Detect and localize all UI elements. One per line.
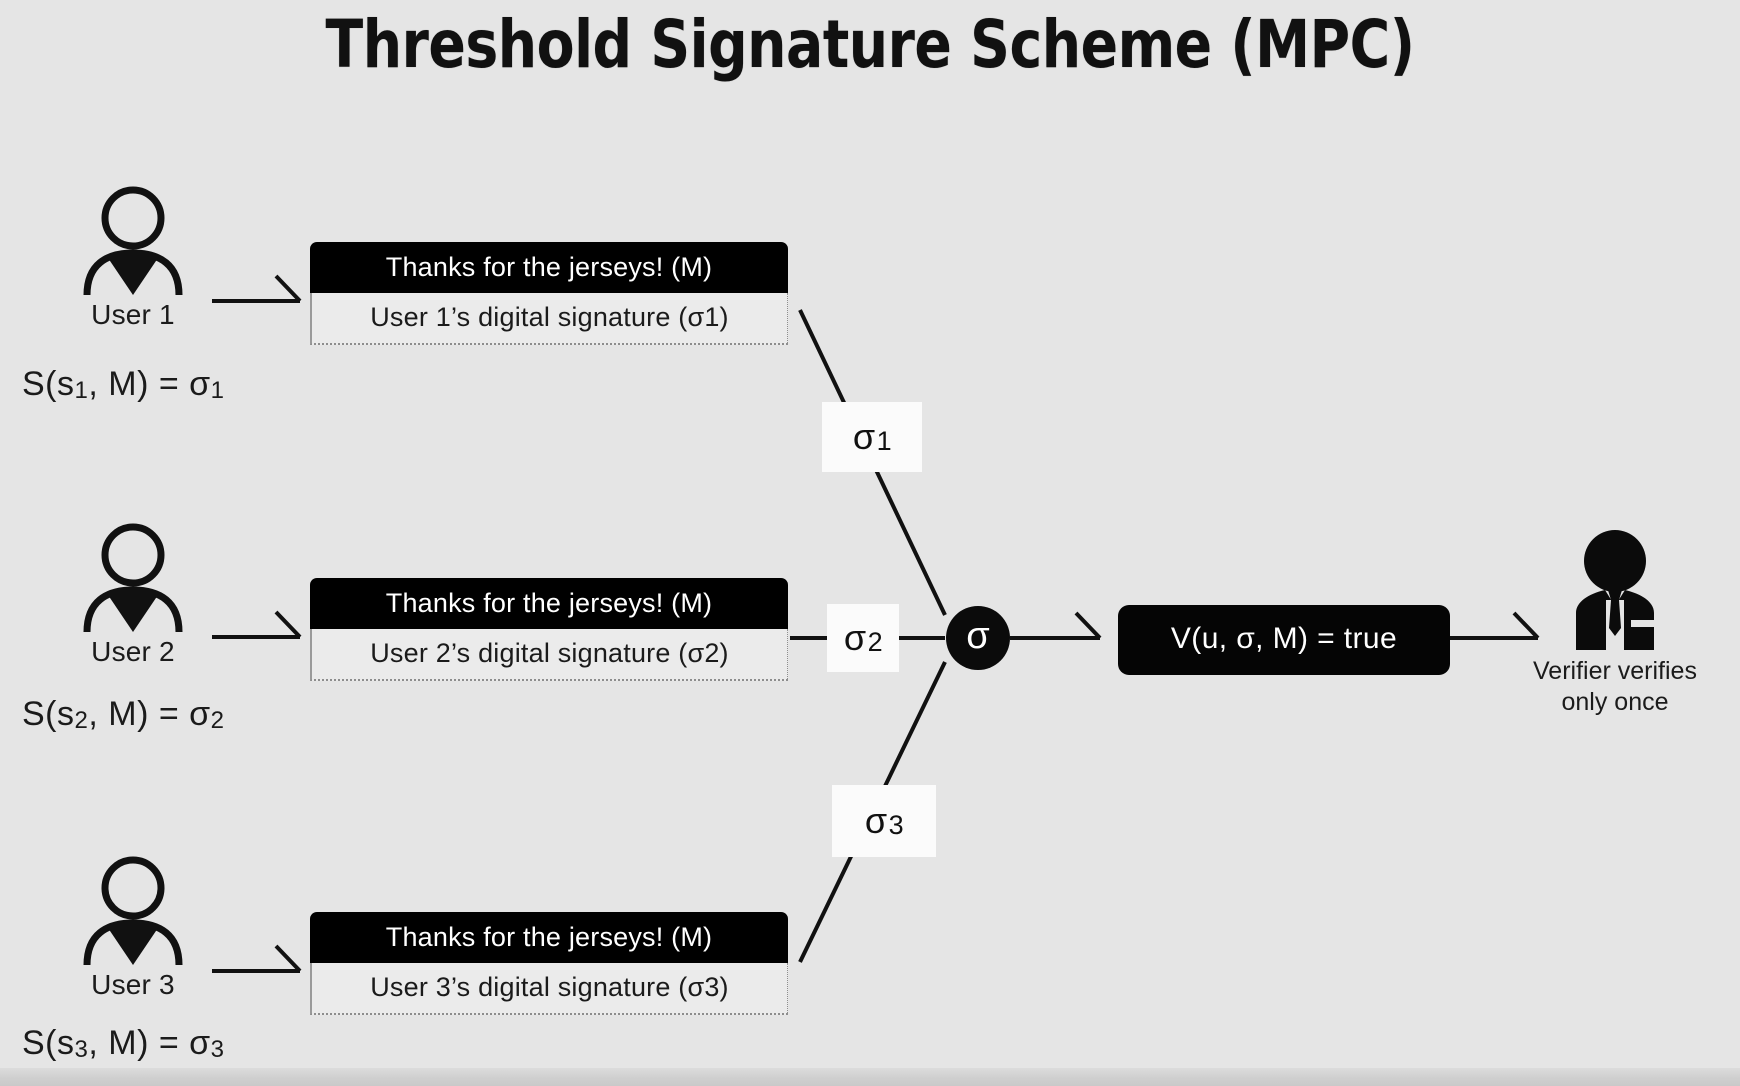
user-outline-icon <box>83 856 183 966</box>
formula-subscript-2: 2 <box>74 707 89 734</box>
user-block-2: User 2 <box>18 522 248 668</box>
signature-text-2: User 2’s digital signature (σ2) <box>310 629 788 681</box>
verifier-caption: Verifier verifies only once <box>1485 656 1740 717</box>
message-card-3: Thanks for the jerseys! (M) User 3’s dig… <box>310 912 788 1015</box>
combined-signature-symbol: σ <box>966 615 990 657</box>
verifier-person-icon <box>1576 530 1655 650</box>
verifier-caption-line2: only once <box>1561 687 1669 716</box>
sigma-chip-index-1: 1 <box>876 425 893 456</box>
page-title: Threshold Signature Scheme (MPC) <box>325 6 1415 83</box>
user-block-3: User 3 <box>18 855 248 1001</box>
message-text-1: Thanks for the jerseys! (M) <box>310 242 788 294</box>
combined-signature-node: σ <box>946 606 1010 670</box>
sigma-chip-symbol-1: σ <box>852 416 876 457</box>
arrowhead-verify <box>1074 611 1102 640</box>
message-text-3: Thanks for the jerseys! (M) <box>310 912 788 964</box>
user-formula-2: S(s2, M) = σ2 <box>22 695 225 734</box>
formula-sigma-1: σ <box>189 365 211 403</box>
user-formula-1: S(s1, M) = σ1 <box>22 365 225 404</box>
user-outline-icon <box>83 523 183 633</box>
formula-sigma-2: σ <box>189 695 211 733</box>
verification-expression: V(u, σ, M) = true <box>1170 622 1398 655</box>
arrowhead-user3 <box>274 944 302 973</box>
user-formula-3: S(s3, M) = σ3 <box>22 1024 225 1063</box>
sigma-chip-index-2: 2 <box>867 626 884 657</box>
user-label-2: User 2 <box>91 636 175 667</box>
arrowhead-user1 <box>274 274 302 303</box>
message-card-2: Thanks for the jerseys! (M) User 2’s dig… <box>310 578 788 681</box>
formula-sigma-subscript-3: 3 <box>210 1036 225 1063</box>
formula-subscript-1: 1 <box>74 377 89 404</box>
formula-middle-2: , M) = <box>88 695 190 733</box>
formula-prefix-2: S(s <box>22 695 75 733</box>
sigma-chip-symbol-3: σ <box>864 800 888 841</box>
message-card-1: Thanks for the jerseys! (M) User 1’s dig… <box>310 242 788 345</box>
user-block-1: User 1 <box>18 185 248 331</box>
signature-text-1: User 1’s digital signature (σ1) <box>310 293 788 345</box>
formula-prefix-1: S(s <box>22 365 75 403</box>
user-label-1: User 1 <box>91 299 175 330</box>
verifier-caption-line1: Verifier verifies <box>1533 657 1697 685</box>
formula-sigma-3: σ <box>189 1024 211 1062</box>
formula-sigma-subscript-2: 2 <box>210 707 225 734</box>
arrowhead-user2 <box>274 610 302 639</box>
formula-sigma-subscript-1: 1 <box>210 377 225 404</box>
formula-prefix-3: S(s <box>22 1024 75 1062</box>
signature-text-3: User 3’s digital signature (σ3) <box>310 963 788 1015</box>
formula-middle-1: , M) = <box>88 365 190 403</box>
player-bottom-strip <box>0 1068 1740 1086</box>
user-outline-icon <box>83 186 183 296</box>
sigma-chip-symbol-2: σ <box>843 617 867 658</box>
sigma-chip-index-3: 3 <box>888 809 905 840</box>
verification-result-box: V(u, σ, M) = true <box>1118 605 1450 675</box>
verifier-block: Verifier verifies only once <box>1485 528 1740 717</box>
user-label-3: User 3 <box>91 969 175 1000</box>
formula-subscript-3: 3 <box>74 1036 89 1063</box>
formula-middle-3: , M) = <box>88 1024 190 1062</box>
message-text-2: Thanks for the jerseys! (M) <box>310 578 788 630</box>
